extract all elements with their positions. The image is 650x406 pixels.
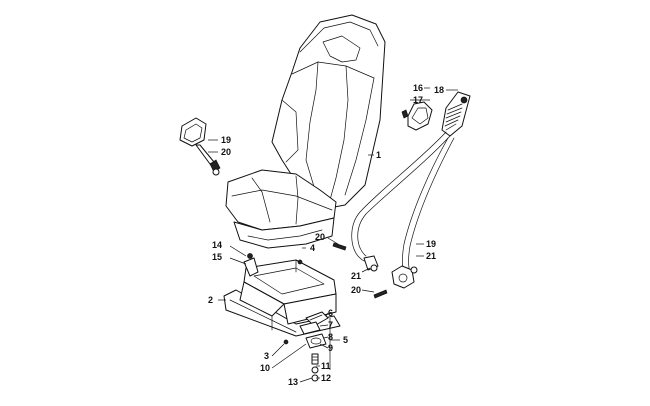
leader-lines bbox=[208, 87, 458, 383]
belt-retractor-upper bbox=[401, 101, 433, 131]
seat-frame bbox=[223, 259, 341, 337]
bracket-15 bbox=[243, 257, 259, 277]
nut-21-left bbox=[370, 264, 378, 272]
callout-14: 14 bbox=[212, 240, 222, 250]
bolt-20-mid bbox=[332, 242, 347, 251]
callout-10: 10 bbox=[260, 363, 270, 373]
callout-3: 3 bbox=[264, 351, 269, 361]
belt-anchor-lower bbox=[391, 265, 415, 289]
seat-belt-buckle-left bbox=[179, 117, 221, 173]
callout-7: 7 bbox=[328, 320, 333, 330]
callout-6: 6 bbox=[328, 308, 333, 318]
bolt-3 bbox=[283, 339, 289, 345]
callout-21-left: 21 bbox=[351, 271, 361, 281]
callout-17: 17 bbox=[413, 95, 423, 105]
callout-21-right: 21 bbox=[426, 251, 436, 261]
callout-12: 12 bbox=[321, 373, 331, 383]
callout-2: 2 bbox=[208, 295, 213, 305]
callout-11: 11 bbox=[321, 361, 331, 371]
seat-assembly bbox=[225, 14, 386, 249]
nut-21-right bbox=[410, 266, 418, 274]
callout-20-left: 20 bbox=[221, 147, 231, 157]
callout-9: 9 bbox=[328, 343, 333, 353]
belt-bolt-18 bbox=[460, 96, 468, 104]
callout-15: 15 bbox=[212, 252, 222, 262]
callout-13: 13 bbox=[288, 377, 298, 387]
callout-1: 1 bbox=[376, 150, 381, 160]
callout-19-right: 19 bbox=[426, 239, 436, 249]
callout-4: 4 bbox=[310, 243, 315, 253]
callout-18: 18 bbox=[434, 85, 444, 95]
latch-hardware bbox=[299, 311, 329, 382]
callout-19-left: 19 bbox=[221, 135, 231, 145]
bolt-14 bbox=[247, 253, 253, 259]
callout-8: 8 bbox=[328, 332, 333, 342]
bolt-20-low bbox=[373, 289, 388, 299]
bolt-4 bbox=[297, 259, 303, 265]
callout-20-mid: 20 bbox=[315, 232, 325, 242]
callout-20-low: 20 bbox=[351, 285, 361, 295]
nut-left-buckle bbox=[212, 168, 220, 176]
callout-5: 5 bbox=[343, 335, 348, 345]
callout-16: 16 bbox=[413, 83, 423, 93]
callout-labels: 1 2 3 4 5 6 7 8 9 10 11 12 13 14 15 16 1… bbox=[208, 83, 444, 387]
